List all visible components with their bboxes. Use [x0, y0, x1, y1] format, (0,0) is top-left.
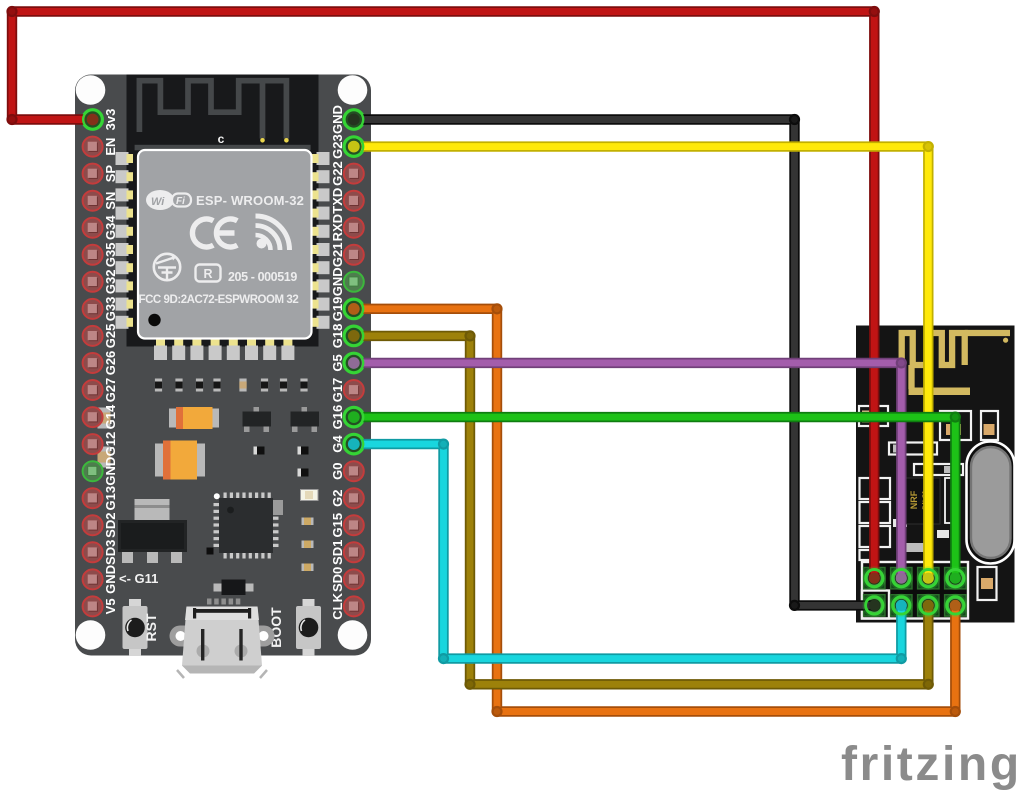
svg-text:G16: G16 [330, 405, 345, 430]
svg-text:Wi: Wi [151, 196, 165, 208]
svg-text:G25: G25 [103, 324, 118, 349]
svg-text:G13: G13 [103, 486, 118, 511]
svg-text:Fi: Fi [176, 196, 185, 207]
svg-text:G26: G26 [103, 351, 118, 376]
svg-text:G35: G35 [103, 243, 118, 268]
svg-text:G34: G34 [103, 215, 118, 240]
svg-text:G4: G4 [330, 435, 345, 453]
svg-text:GND: GND [330, 267, 345, 296]
svg-text:G22: G22 [330, 161, 345, 186]
svg-text:SD3: SD3 [103, 540, 118, 565]
svg-text:SP: SP [103, 165, 118, 183]
svg-text:G15: G15 [330, 513, 345, 538]
svg-text:G14: G14 [103, 404, 118, 429]
svg-text:fritzing: fritzing [841, 738, 1016, 791]
svg-text:NRF: NRF [909, 490, 919, 509]
svg-text:RST: RST [143, 613, 159, 641]
svg-text:GND: GND [103, 457, 118, 486]
svg-text:c: c [218, 132, 225, 146]
svg-text:G0: G0 [330, 463, 345, 480]
svg-text:EN: EN [103, 138, 118, 156]
svg-text:V5: V5 [103, 598, 118, 614]
svg-text:G27: G27 [103, 378, 118, 403]
svg-text:G33: G33 [103, 297, 118, 322]
svg-text:3v3: 3v3 [103, 109, 118, 131]
svg-text:ESP- WROOM-32: ESP- WROOM-32 [196, 193, 304, 208]
svg-text:R: R [203, 267, 212, 281]
svg-text:G32: G32 [103, 270, 118, 295]
svg-text:SD0: SD0 [330, 567, 345, 592]
svg-text:G2: G2 [330, 490, 345, 507]
svg-text:G5: G5 [330, 354, 345, 371]
svg-text:FCC 9D:2AC72-ESPWROOM 32: FCC 9D:2AC72-ESPWROOM 32 [139, 294, 299, 306]
svg-text:G19: G19 [330, 297, 345, 322]
svg-text:SD1: SD1 [330, 540, 345, 565]
svg-text:G12: G12 [103, 432, 118, 457]
svg-text:CLK: CLK [330, 592, 345, 619]
svg-text:SN: SN [103, 192, 118, 210]
svg-text:SD2: SD2 [103, 513, 118, 538]
svg-text:GND: GND [330, 105, 345, 134]
svg-text:G17: G17 [330, 378, 345, 403]
svg-text:G18: G18 [330, 324, 345, 349]
svg-text:RXD: RXD [330, 214, 345, 241]
svg-text:GND: GND [103, 565, 118, 594]
svg-text:G21: G21 [330, 243, 345, 268]
svg-text:<- G11: <- G11 [119, 571, 158, 586]
svg-text:TXD: TXD [330, 188, 345, 214]
svg-text:G23: G23 [330, 134, 345, 159]
svg-text:205 - 000519: 205 - 000519 [228, 270, 297, 284]
